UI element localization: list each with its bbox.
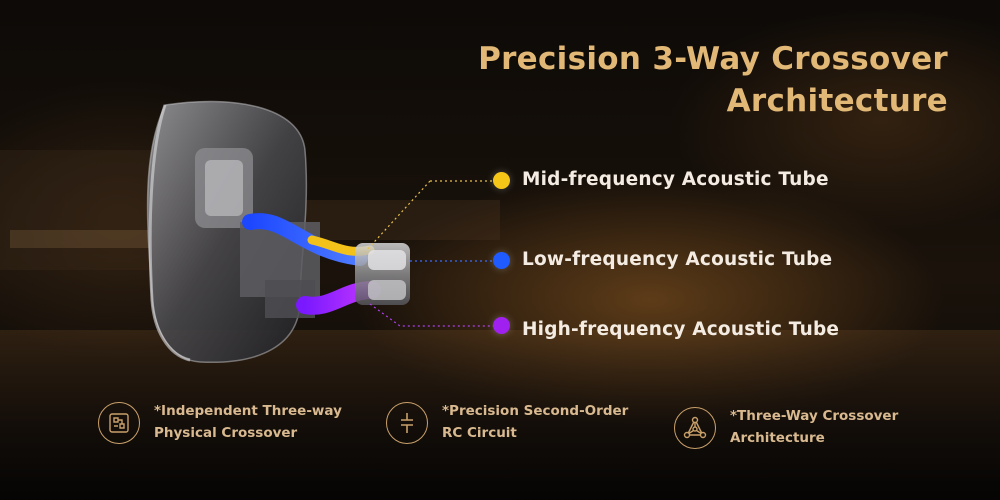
high-frequency-label: High-frequency Acoustic Tube — [522, 319, 840, 340]
feature-line-2: RC Circuit — [442, 425, 517, 441]
high-callout-line — [369, 303, 494, 327]
title-line-1: Precision 3-Way Crossover — [478, 41, 948, 77]
feature-text: *Precision Second-Order RC Circuit — [442, 400, 628, 444]
feature-second-order-rc: *Precision Second-Order RC Circuit — [386, 400, 628, 444]
nozzle — [355, 243, 410, 305]
feature-line-2: Architecture — [730, 430, 825, 446]
network-triangle-icon — [674, 407, 716, 449]
mid-frequency-dot — [493, 172, 510, 189]
feature-line-1: *Independent Three-way — [154, 403, 342, 419]
feature-text: *Independent Three-way Physical Crossove… — [154, 400, 342, 444]
circuit-board-icon — [98, 402, 140, 444]
low-frequency-label: Low-frequency Acoustic Tube — [522, 249, 833, 270]
feature-line-1: *Precision Second-Order — [442, 403, 629, 419]
feature-text: *Three-Way Crossover Architecture — [730, 405, 898, 449]
feature-three-way-architecture: *Three-Way Crossover Architecture — [674, 405, 898, 449]
piano-silhouette — [0, 150, 500, 270]
mid-frequency-label: Mid-frequency Acoustic Tube — [522, 169, 829, 190]
feature-line-1: *Three-Way Crossover — [730, 408, 899, 424]
feature-independent-crossover: *Independent Three-way Physical Crossove… — [98, 400, 342, 444]
reflective-floor — [0, 330, 1000, 500]
title-line-2: Architecture — [726, 83, 948, 119]
mid-callout-line — [364, 180, 431, 253]
feature-line-2: Physical Crossover — [154, 425, 298, 441]
page-title: Precision 3-Way Crossover Architecture — [388, 38, 948, 122]
capacitor-icon — [386, 402, 428, 444]
low-frequency-tube — [242, 213, 368, 266]
low-frequency-dot — [493, 252, 510, 269]
high-frequency-dot — [493, 317, 510, 334]
